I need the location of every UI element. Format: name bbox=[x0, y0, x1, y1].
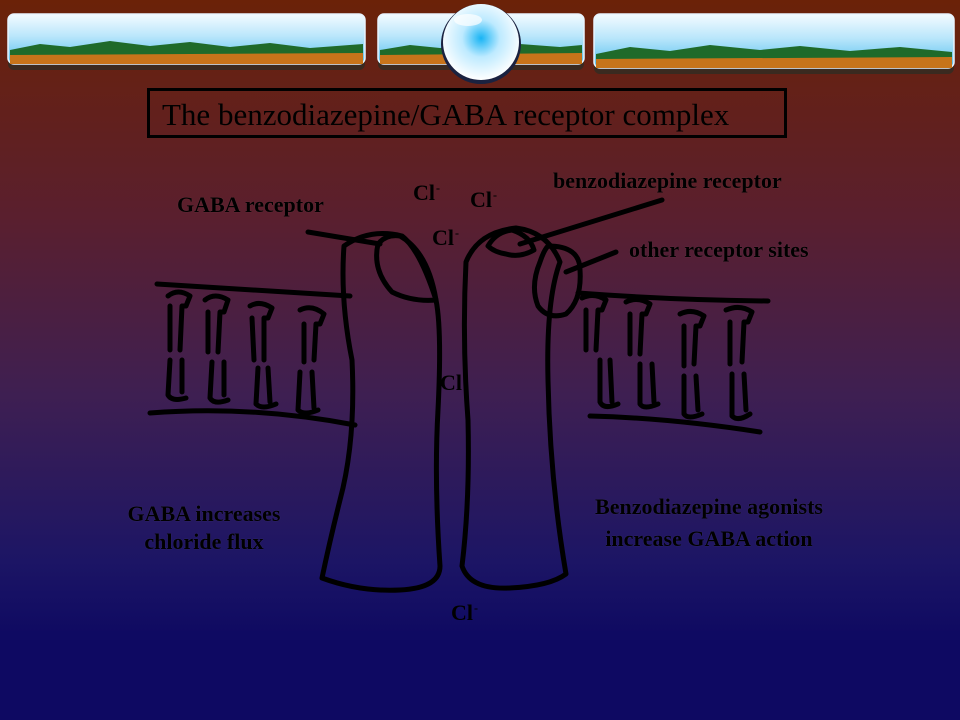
other-receptor-sites-label: other receptor sites bbox=[629, 237, 809, 262]
ion-symbol: Cl bbox=[470, 187, 492, 212]
ion-symbol: Cl bbox=[440, 370, 462, 395]
benzodiazepine-effect-label: Benzodiazepine agonists increase GABA ac… bbox=[564, 491, 854, 555]
ion-symbol: Cl bbox=[432, 225, 454, 250]
globe-icon bbox=[441, 4, 521, 84]
title-box: The benzodiazepine/GABA receptor complex bbox=[147, 88, 787, 138]
ion-charge: - bbox=[474, 600, 478, 615]
ion-symbol: Cl bbox=[413, 180, 435, 205]
phospholipids-right bbox=[579, 292, 755, 422]
ion-charge: - bbox=[493, 187, 497, 202]
chloride-ion-label: Cl- bbox=[413, 180, 440, 206]
gaba-effect-line-1: GABA increases bbox=[127, 501, 281, 526]
banner-decoration bbox=[7, 4, 955, 84]
gaba-effect-line-2: chloride flux bbox=[144, 529, 264, 554]
bz-effect-line-1: Benzodiazepine agonists bbox=[595, 494, 823, 519]
gaba-effect-label: GABA increases chloride flux bbox=[90, 500, 318, 556]
chloride-ion-label: Cl- bbox=[451, 600, 478, 626]
banner-left bbox=[7, 13, 366, 70]
benzodiazepine-receptor-label: benzodiazepine receptor bbox=[553, 168, 782, 193]
gaba-receptor-label: GABA receptor bbox=[177, 192, 324, 217]
slide-title: The benzodiazepine/GABA receptor complex bbox=[162, 97, 730, 132]
benzodiazepine-receptor-subunit bbox=[459, 197, 665, 591]
ion-charge: - bbox=[436, 180, 440, 195]
phospholipids-left bbox=[165, 289, 327, 416]
gaba-receptor-subunit bbox=[305, 229, 443, 593]
ion-charge: - bbox=[455, 225, 459, 240]
chloride-ion-label: Cl- bbox=[470, 187, 497, 213]
cell-membrane bbox=[147, 281, 771, 435]
ion-symbol: Cl bbox=[451, 600, 473, 625]
banner-right bbox=[593, 13, 955, 74]
chloride-ion-label: Cl- bbox=[432, 225, 459, 251]
bz-effect-line-2: increase GABA action bbox=[605, 526, 813, 551]
